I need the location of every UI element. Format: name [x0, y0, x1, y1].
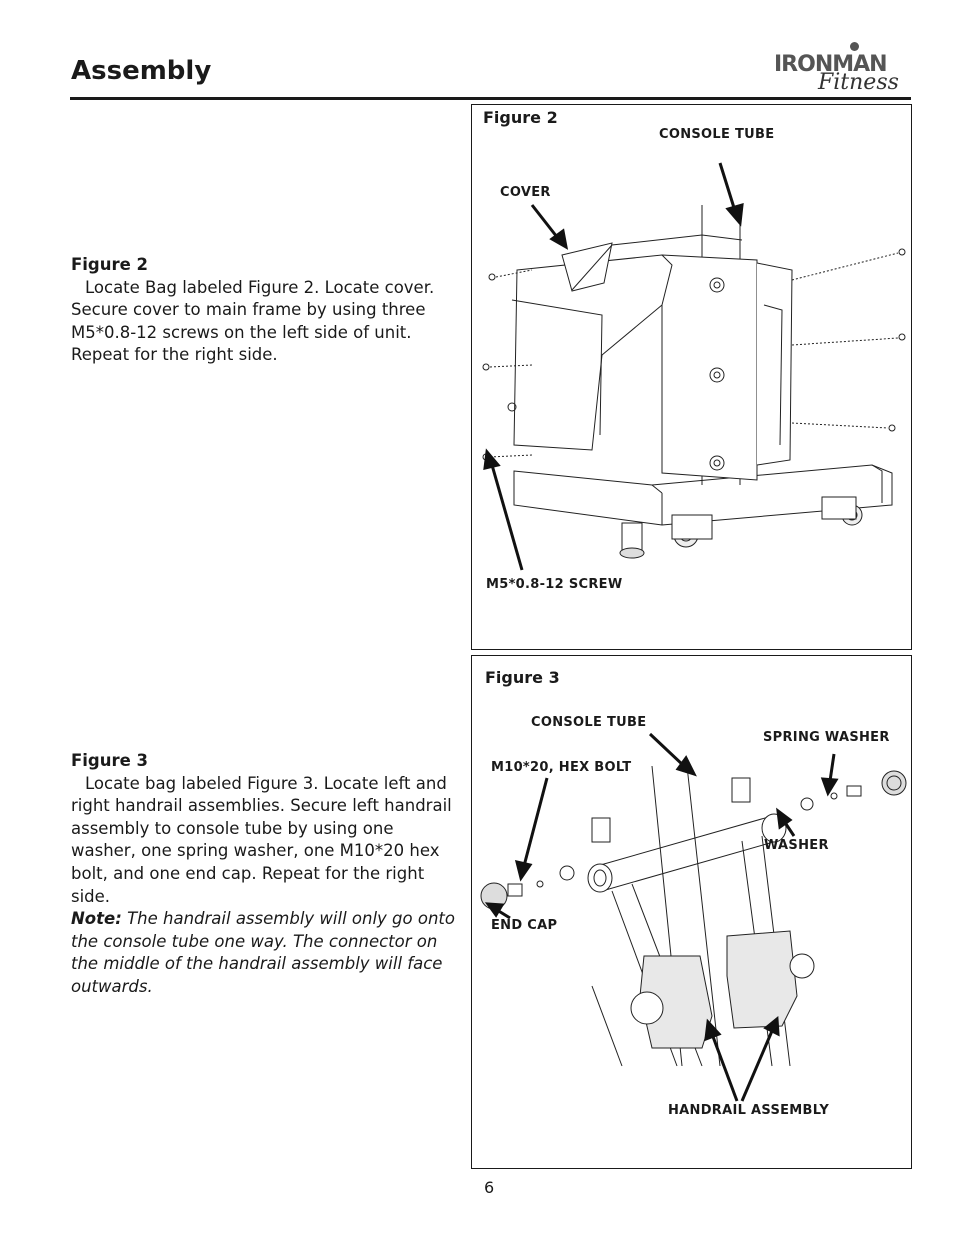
figure-3-title: Figure 3: [485, 668, 560, 687]
logo-sub: Fitness: [818, 70, 899, 95]
label-cover: COVER: [500, 185, 551, 200]
section-3-note: Note: The handrail assembly will only go…: [71, 908, 461, 998]
note-label: Note:: [71, 909, 122, 929]
label-end-cap: END CAP: [491, 918, 558, 933]
label-hex-bolt: M10*20, HEX BOLT: [491, 760, 632, 775]
label-screw: M5*0.8-12 SCREW: [486, 577, 623, 592]
section-3-body: Locate bag labeled Figure 3. Locate left…: [71, 773, 452, 906]
figure-3-box: Figure 3 CONSOLE TUBE SPRING WASHER M10*…: [471, 655, 912, 1169]
ironman-fitness-logo: IRONMAN Fitness: [770, 40, 915, 100]
page-title: Assembly: [71, 56, 212, 86]
page-number: 6: [484, 1178, 495, 1197]
label-console-tube: CONSOLE TUBE: [659, 127, 775, 142]
section-3-heading: Figure 3: [71, 751, 149, 770]
figure-2-title: Figure 2: [483, 108, 558, 127]
logo-brand: IRONMAN: [774, 52, 888, 77]
figure-3-illustration: [480, 732, 907, 1102]
label-handrail-assembly: HANDRAIL ASSEMBLY: [668, 1103, 830, 1118]
section-figure-2: Figure 2 Locate Bag labeled Figure 2. Lo…: [71, 254, 461, 367]
section-figure-3: Figure 3 Locate bag labeled Figure 3. Lo…: [71, 750, 461, 999]
logo-dot: [850, 42, 859, 51]
label-spring-washer: SPRING WASHER: [763, 730, 890, 745]
figure-2-illustration: [482, 162, 906, 571]
figure-2-box: Figure 2 CONSOLE TUBE COVER M5*0.8-12 SC…: [471, 104, 912, 650]
label-washer: WASHER: [764, 838, 829, 853]
note-text: The handrail assembly will only go onto …: [71, 909, 455, 996]
label-console-tube-3: CONSOLE TUBE: [531, 715, 647, 730]
section-2-body: Locate Bag labeled Figure 2. Locate cove…: [71, 277, 435, 365]
section-2-heading: Figure 2: [71, 255, 149, 274]
header-rule: [70, 97, 911, 100]
